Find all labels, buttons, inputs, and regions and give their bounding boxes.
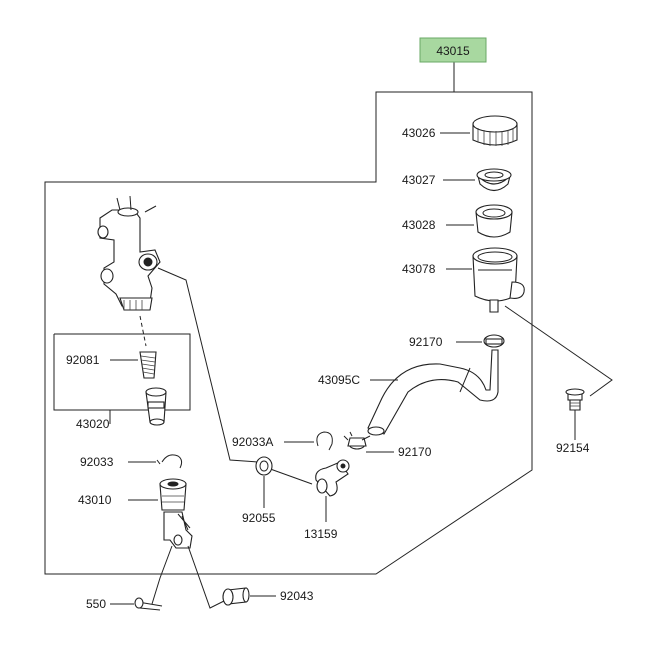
label-92154[interactable]: 92154	[556, 441, 590, 455]
label-92043[interactable]: 92043	[280, 589, 314, 603]
leader-yoke-to-92043	[187, 545, 227, 609]
leader-body-to-92055	[157, 267, 259, 463]
part-43078-reservoir[interactable]	[472, 247, 525, 313]
label-43020[interactable]: 43020	[76, 417, 110, 431]
part-92154-bolt[interactable]	[565, 388, 585, 411]
part-550-cotter-pin[interactable]	[134, 597, 163, 611]
label-43027[interactable]: 43027	[402, 173, 436, 187]
part-92170-clamp-upper[interactable]	[483, 334, 505, 348]
label-550[interactable]: 550	[86, 597, 106, 611]
body-upper-dash	[144, 205, 157, 213]
part-92043-clevis-pin[interactable]	[222, 587, 250, 606]
part-master-cylinder-body[interactable]	[97, 195, 161, 311]
label-92033a[interactable]: 92033A	[232, 435, 273, 449]
part-92033-circlip[interactable]	[156, 454, 183, 469]
label-92170-upper[interactable]: 92170	[409, 335, 443, 349]
part-43027-diaphragm-plate[interactable]	[476, 168, 512, 192]
part-92081-spring[interactable]	[139, 351, 157, 379]
label-43026[interactable]: 43026	[402, 126, 436, 140]
label-43095c[interactable]: 43095C	[318, 373, 360, 387]
centerline-piston	[139, 315, 147, 347]
bracket-43020	[53, 333, 191, 411]
leader-reservoir-to-92154	[504, 305, 613, 397]
assembly-label-text: 43015	[436, 44, 470, 58]
part-43010-push-rod[interactable]	[159, 478, 193, 549]
label-43028[interactable]: 43028	[402, 218, 436, 232]
label-13159[interactable]: 13159	[304, 527, 338, 541]
leader-hose-to-clamp	[361, 435, 371, 441]
assembly-boundary-line	[44, 62, 533, 575]
label-92055[interactable]: 92055	[242, 511, 276, 525]
part-92170-clamp-lower[interactable]	[343, 431, 367, 450]
label-92170-lower[interactable]: 92170	[398, 445, 432, 459]
assembly-label-43015[interactable]: 43015	[419, 37, 487, 63]
label-92081[interactable]: 92081	[66, 353, 100, 367]
part-43028-diaphragm[interactable]	[475, 204, 513, 238]
label-43078[interactable]: 43078	[402, 262, 436, 276]
label-92033[interactable]: 92033	[80, 455, 114, 469]
part-92055-washer[interactable]	[255, 456, 273, 476]
part-13159-elbow-fitting[interactable]	[315, 459, 350, 497]
part-piston[interactable]	[145, 387, 167, 426]
leader-yoke-to-550	[151, 545, 173, 605]
part-43026-reservoir-cap[interactable]	[472, 115, 518, 146]
part-43095c-hose[interactable]	[367, 349, 499, 436]
part-92033a-circlip[interactable]	[316, 431, 333, 451]
label-43010[interactable]: 43010	[78, 493, 112, 507]
